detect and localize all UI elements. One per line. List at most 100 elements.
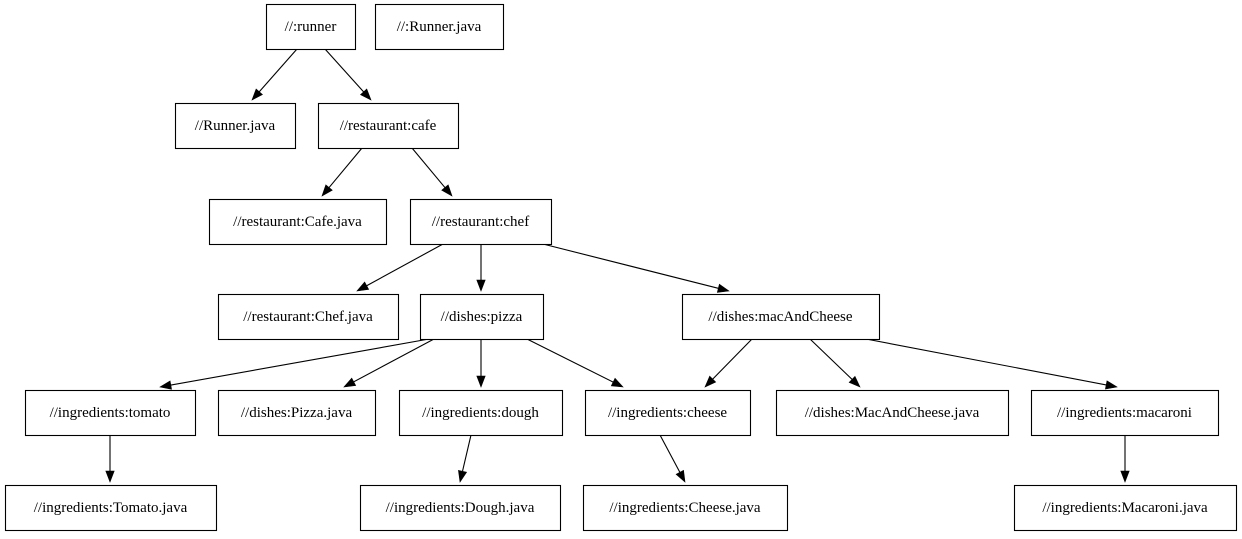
node-label: //:runner — [285, 19, 337, 35]
node-restaurant_cafe[interactable]: //restaurant:cafe — [317, 102, 460, 150]
node-box[interactable] — [775, 389, 1010, 437]
edge-arrowhead — [105, 470, 115, 483]
edge-line — [353, 338, 435, 383]
edge-arrowhead — [476, 375, 486, 388]
edge-arrowhead — [321, 184, 333, 197]
node-box[interactable] — [317, 102, 460, 150]
edge-arrowhead — [716, 283, 730, 293]
edge-ing_macaroni-to-macaroni_java — [1120, 435, 1130, 483]
edge-line — [411, 147, 446, 188]
edge-arrowhead — [1120, 470, 1130, 483]
node-box[interactable] — [582, 484, 789, 532]
node-dishes_pizza[interactable]: //dishes:pizza — [419, 293, 545, 341]
node-box[interactable] — [374, 3, 505, 51]
node-ing_dough[interactable]: //ingredients:dough — [398, 389, 564, 437]
edge-line — [461, 434, 472, 472]
edge-arrowhead — [441, 184, 453, 197]
edge-runner-to-runner_java — [251, 48, 298, 101]
node-label: //dishes:pizza — [441, 309, 523, 325]
node-box[interactable] — [398, 389, 564, 437]
node-macaroni_java[interactable]: //ingredients:Macaroni.java — [1013, 484, 1238, 532]
node-box[interactable] — [4, 484, 218, 532]
node-tomato_java[interactable]: //ingredients:Tomato.java — [4, 484, 218, 532]
edge-line — [809, 338, 853, 380]
edge-line — [526, 338, 614, 383]
node-chef_java[interactable]: //restaurant:Chef.java — [217, 293, 400, 341]
node-box[interactable] — [217, 389, 377, 437]
edge-line — [324, 48, 365, 93]
node-label: //ingredients:macaroni — [1057, 405, 1192, 421]
edge-arrowhead — [704, 375, 717, 388]
node-cafe_java[interactable]: //restaurant:Cafe.java — [208, 198, 388, 246]
edge-restaurant_cafe-to-restaurant_chef — [411, 147, 453, 197]
edge-restaurant_chef-to-dishes_pizza — [476, 244, 486, 292]
node-box[interactable] — [24, 389, 197, 437]
node-box[interactable] — [208, 198, 388, 246]
edges-layer — [105, 48, 1130, 483]
node-pizza_java[interactable]: //dishes:Pizza.java — [217, 389, 377, 437]
edge-arrowhead — [159, 380, 172, 390]
node-box[interactable] — [1013, 484, 1238, 532]
node-label: //:Runner.java — [397, 19, 482, 35]
nodes-layer: //:runner //:Runner.java //Runner.java //re… — [4, 3, 1238, 532]
node-label: //ingredients:Macaroni.java — [1042, 500, 1208, 516]
edge-ing_tomato-to-tomato_java — [105, 435, 115, 483]
node-label: //Runner.java — [195, 118, 276, 134]
edge-restaurant_cafe-to-cafe_java — [321, 147, 363, 197]
node-label: //dishes:macAndCheese — [708, 309, 852, 325]
edge-line — [542, 243, 719, 289]
edge-line — [258, 48, 298, 93]
node-label: //restaurant:Cafe.java — [233, 214, 362, 230]
node-box[interactable] — [409, 198, 553, 246]
edge-restaurant_chef-to-dishes_mac — [542, 243, 730, 293]
edge-runner-to-restaurant_cafe — [324, 48, 372, 101]
node-runner_java_root[interactable]: //:Runner.java — [374, 3, 505, 51]
node-label: //restaurant:cafe — [340, 118, 437, 134]
edge-arrowhead — [251, 88, 263, 101]
node-ing_macaroni[interactable]: //ingredients:macaroni — [1030, 389, 1220, 437]
node-ing_tomato[interactable]: //ingredients:tomato — [24, 389, 197, 437]
node-restaurant_chef[interactable]: //restaurant:chef — [409, 198, 553, 246]
edge-dishes_pizza-to-ing_tomato — [159, 338, 430, 390]
node-box[interactable] — [174, 102, 297, 150]
edge-arrowhead — [458, 469, 468, 483]
node-label: //ingredients:dough — [422, 405, 539, 421]
edge-line — [366, 243, 444, 287]
edge-dishes_pizza-to-ing_dough — [476, 339, 486, 388]
edge-line — [865, 338, 1107, 386]
node-label: //ingredients:Cheese.java — [609, 500, 761, 516]
node-box[interactable] — [681, 293, 881, 341]
node-ing_cheese[interactable]: //ingredients:cheese — [584, 389, 752, 437]
node-box[interactable] — [1030, 389, 1220, 437]
node-label: //ingredients:tomato — [50, 405, 171, 421]
node-mac_java[interactable]: //dishes:MacAndCheese.java — [775, 389, 1010, 437]
node-cheese_java[interactable]: //ingredients:Cheese.java — [582, 484, 789, 532]
edge-ing_cheese-to-cheese_java — [659, 434, 686, 483]
edge-arrowhead — [675, 469, 686, 483]
edge-arrowhead — [848, 375, 861, 388]
edge-dishes_pizza-to-ing_cheese — [526, 338, 624, 388]
node-label: //dishes:MacAndCheese.java — [805, 405, 980, 421]
edge-dishes_pizza-to-pizza_java — [343, 338, 435, 388]
node-box[interactable] — [359, 484, 562, 532]
node-box[interactable] — [217, 293, 400, 341]
edge-ing_dough-to-dough_java — [458, 434, 472, 483]
node-box[interactable] — [584, 389, 752, 437]
edge-line — [170, 338, 430, 386]
node-box[interactable] — [265, 3, 357, 51]
edge-restaurant_chef-to-chef_java — [356, 243, 444, 292]
node-runner_java[interactable]: //Runner.java — [174, 102, 297, 150]
edge-line — [659, 434, 681, 473]
node-runner[interactable]: //:runner — [265, 3, 357, 51]
edge-arrowhead — [476, 279, 486, 292]
edge-arrowhead — [610, 377, 624, 388]
node-dough_java[interactable]: //ingredients:Dough.java — [359, 484, 562, 532]
edge-arrowhead — [1105, 380, 1118, 390]
edge-arrowhead — [343, 377, 357, 388]
node-dishes_mac[interactable]: //dishes:macAndCheese — [681, 293, 881, 341]
node-label: //restaurant:chef — [432, 214, 529, 230]
node-box[interactable] — [419, 293, 545, 341]
edge-dishes_mac-to-mac_java — [809, 338, 861, 388]
